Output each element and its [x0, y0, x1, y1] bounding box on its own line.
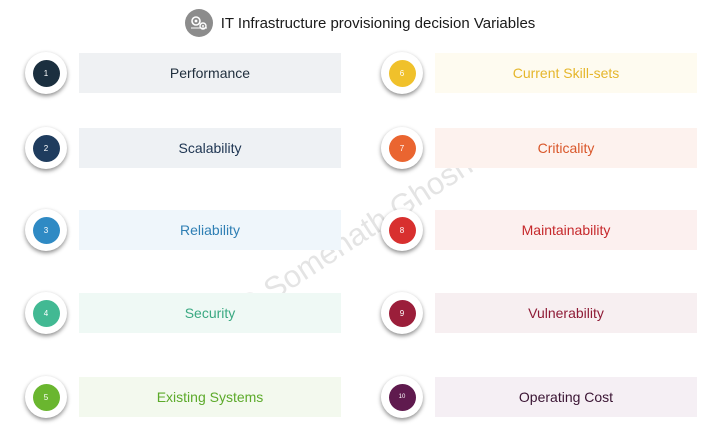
- variable-label-box: Vulnerability: [435, 293, 697, 333]
- variable-label: Reliability: [180, 222, 240, 238]
- number-badge: 2: [25, 127, 67, 169]
- number-badge: 8: [381, 209, 423, 251]
- variable-label-box: Reliability: [79, 210, 341, 250]
- variable-label: Operating Cost: [518, 389, 614, 405]
- number-circle: 5: [32, 383, 60, 411]
- header: IT Infrastructure provisioning decision …: [0, 8, 720, 38]
- variable-label: Maintainability: [521, 222, 611, 238]
- page-title: IT Infrastructure provisioning decision …: [220, 14, 536, 32]
- gears-icon: [184, 9, 213, 37]
- number-badge: 7: [381, 127, 423, 169]
- number-badge: 10: [381, 376, 423, 418]
- variable-label-box: Maintainability: [435, 210, 697, 250]
- number-circle: 9: [388, 299, 416, 327]
- variable-label-box: Existing Systems: [79, 377, 341, 417]
- variable-label-box: Current Skill-sets: [435, 53, 697, 93]
- number-circle: 3: [32, 216, 60, 244]
- number-circle: 4: [32, 299, 60, 327]
- number-circle: 7: [388, 134, 416, 162]
- variable-label-box: Operating Cost: [435, 377, 697, 417]
- variable-label: Vulnerability: [528, 305, 604, 321]
- variable-label-box: Security: [79, 293, 341, 333]
- variable-label: Existing Systems: [156, 389, 264, 405]
- variable-label: Scalability: [178, 140, 242, 156]
- number-badge: 3: [25, 209, 67, 251]
- number-circle: 10: [388, 383, 416, 411]
- number-badge: 1: [25, 52, 67, 94]
- variable-label: Current Skill-sets: [512, 65, 620, 81]
- number-badge: 6: [381, 52, 423, 94]
- number-badge: 5: [25, 376, 67, 418]
- variable-label-box: Performance: [79, 53, 341, 93]
- variable-label-box: Scalability: [79, 128, 341, 168]
- variable-label: Criticality: [537, 140, 595, 156]
- number-circle: 2: [32, 134, 60, 162]
- variable-label: Performance: [169, 65, 251, 81]
- number-circle: 6: [388, 59, 416, 87]
- variable-label: Security: [184, 305, 236, 321]
- number-circle: 8: [388, 216, 416, 244]
- variable-label-box: Criticality: [435, 128, 697, 168]
- number-circle: 1: [32, 59, 60, 87]
- number-badge: 4: [25, 292, 67, 334]
- number-badge: 9: [381, 292, 423, 334]
